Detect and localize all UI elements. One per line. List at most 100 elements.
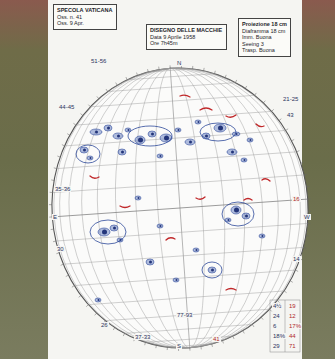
box-heading: Proiezione 18 cm (242, 21, 287, 28)
box-entry: Trasp. Buona (242, 47, 287, 54)
direction-letter: W (303, 214, 311, 220)
header-box: Proiezione 18 cmDiaframma 18 cmImm. Buon… (238, 18, 291, 57)
sunspot-umbra (138, 138, 143, 143)
group-outline (128, 126, 172, 146)
meridian-line (44, 60, 315, 357)
limb-tick (106, 89, 108, 92)
limb-tick (158, 67, 159, 70)
limb-tick (292, 139, 295, 140)
box-heading: SPECOLA VATICANA (57, 7, 113, 14)
sunspot (157, 224, 163, 228)
table-cell: 24 (272, 313, 281, 319)
limb-tick (263, 101, 265, 103)
box-entry: Oss. n. 41 (57, 14, 113, 21)
direction-letter: S (176, 343, 182, 349)
parallel-line (125, 324, 253, 333)
callout-number: 41 (212, 336, 221, 342)
facula-mark (90, 176, 99, 178)
sunspot (208, 267, 216, 273)
group-outline (222, 202, 254, 226)
limb-tick (306, 186, 309, 188)
sunspot-umbra (107, 127, 110, 130)
limb-tick (73, 123, 75, 125)
table-cell: 19 (288, 303, 297, 309)
parallel-line (74, 270, 295, 285)
parallel-line (127, 74, 214, 80)
limb-tick (279, 119, 282, 121)
limb-tick (54, 168, 57, 169)
sunspot (118, 149, 126, 155)
group-outline (90, 220, 126, 244)
sunspot-umbra (113, 227, 116, 230)
callout-number: 43 (286, 112, 295, 118)
limb-tick (144, 342, 145, 345)
parallel-line (88, 291, 284, 305)
limb-tick (51, 229, 54, 231)
sunspot (242, 213, 250, 219)
limb-tick (137, 73, 138, 76)
table-cell: 71 (288, 343, 297, 349)
sunspot (173, 278, 179, 282)
sunspot-umbra (176, 279, 178, 281)
limb-tick (147, 69, 149, 72)
sunspot (87, 156, 93, 160)
parallel-line (167, 344, 211, 347)
facula-mark (262, 179, 270, 181)
globe-grid (39, 56, 320, 359)
limb-tick (192, 66, 194, 69)
sunspot-umbra (244, 159, 246, 161)
sunspot (135, 196, 141, 200)
box-heading: DISEGNO DELLE MACCHIE (150, 27, 223, 34)
sunspot-umbra (234, 208, 239, 213)
limb-tick (95, 313, 97, 315)
limb-tick (203, 68, 204, 71)
sunspot (202, 133, 210, 139)
table-cell: 4½ (272, 303, 282, 309)
limb-tick (170, 65, 171, 68)
sunspot (104, 125, 112, 131)
sunspot (185, 139, 195, 145)
callout-number: 26 (100, 322, 109, 328)
sunspot-umbra (160, 155, 162, 157)
limb-tick (79, 295, 82, 297)
disk-outline (43, 59, 318, 356)
box-entry: Seeing 3 (242, 41, 287, 48)
limb-tick (271, 109, 273, 111)
callout-number: 30 (56, 246, 65, 252)
sunspot-umbra (164, 136, 169, 141)
facula-mark (166, 238, 175, 240)
sunspot-umbra (102, 230, 107, 235)
parallel-line (64, 130, 285, 145)
sunspot (175, 128, 181, 132)
limb-tick (214, 71, 215, 74)
box-entry: Data 9 Aprile 1958 (150, 34, 223, 41)
parallel-line (76, 111, 272, 125)
limb-tick (126, 77, 127, 80)
facula-mark (226, 289, 236, 291)
limb-tick (49, 204, 52, 206)
limb-tick (308, 211, 311, 213)
header-box: DISEGNO DELLE MACCHIEData 9 Aprile 1958O… (146, 24, 227, 50)
facula-mark (256, 124, 264, 127)
limb-tick (86, 305, 88, 307)
sunspot-umbra (189, 141, 192, 144)
facula-mark (244, 199, 252, 201)
header-box: SPECOLA VATICANAOss. n. 41Oss. 9 Apr. (53, 4, 117, 30)
limb-tick (286, 129, 289, 131)
callout-number: 14 (292, 256, 301, 262)
sunspot-umbra (178, 129, 180, 131)
sunspot-umbra (90, 157, 92, 159)
parallel-line (63, 247, 303, 264)
direction-letter: E (52, 214, 58, 220)
facula-mark (180, 95, 190, 97)
table-cell: 12 (288, 313, 297, 319)
limb-tick (252, 324, 254, 327)
sunspot-umbra (117, 135, 120, 138)
sunspot-umbra (205, 135, 208, 138)
sunspot-umbra (218, 126, 223, 131)
limb-tick (306, 235, 309, 236)
facula-mark (196, 197, 205, 199)
limb-tick (81, 113, 83, 115)
parallel-line (57, 152, 297, 169)
limb-tick (308, 198, 311, 199)
